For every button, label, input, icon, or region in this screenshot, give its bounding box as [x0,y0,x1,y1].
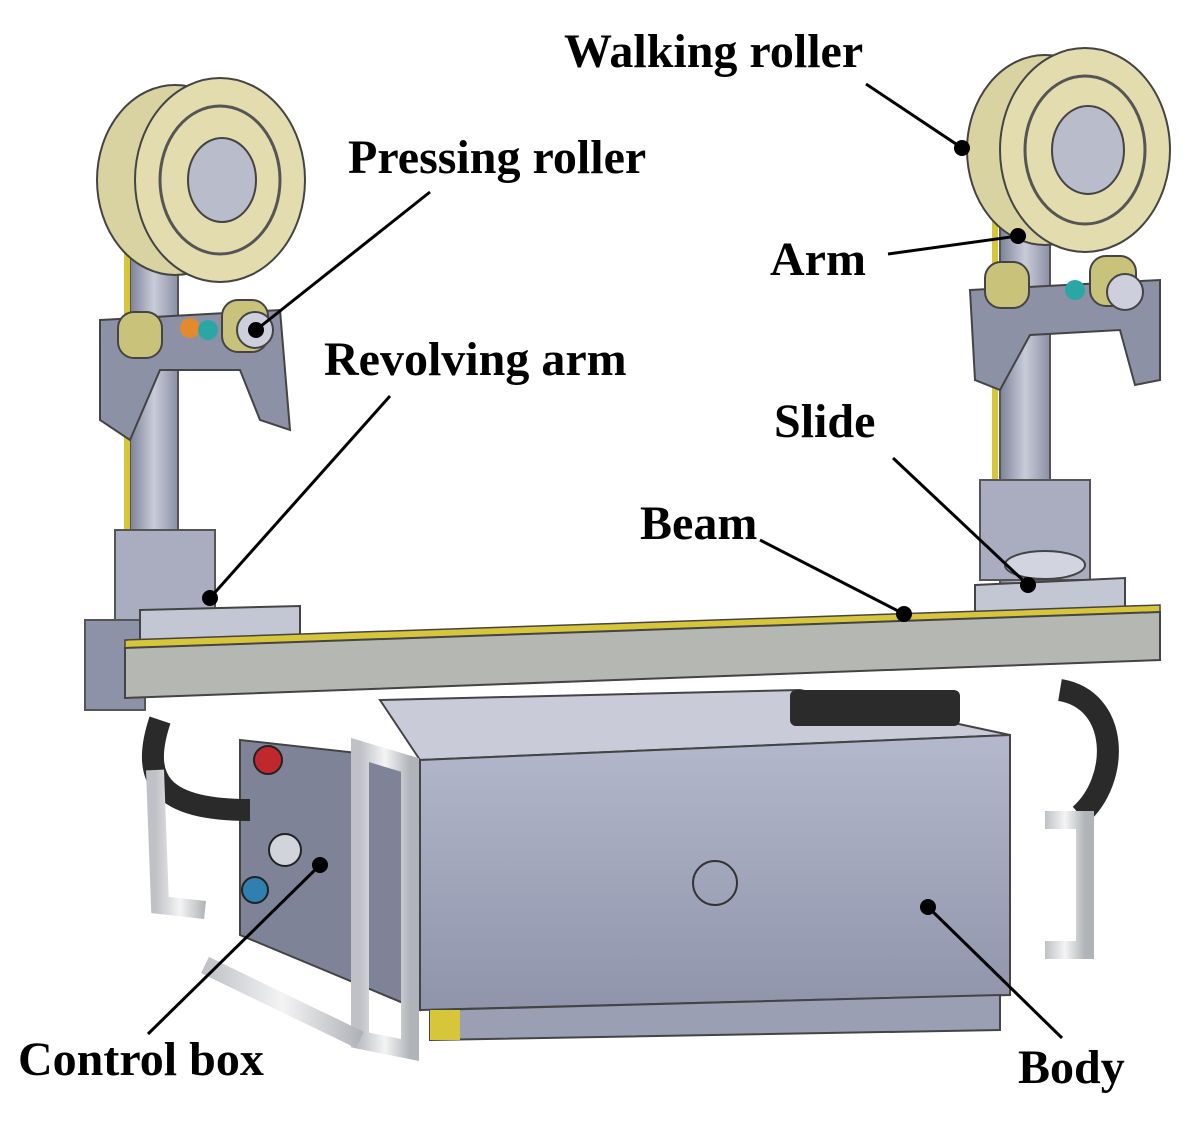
label-body: Body [1018,1041,1125,1094]
label-walking-roller: Walking roller [564,25,864,78]
label-control-box: Control box [18,1033,264,1086]
body-shape [141,679,1119,1061]
label-pressing-roller: Pressing roller [348,131,647,184]
leader-lines [146,82,1064,1040]
label-beam: Beam [640,497,758,550]
right-arm-assembly [966,47,1171,591]
label-revolving-arm: Revolving arm [324,333,627,386]
label-arm: Arm [770,233,866,286]
label-slide: Slide [774,395,876,448]
